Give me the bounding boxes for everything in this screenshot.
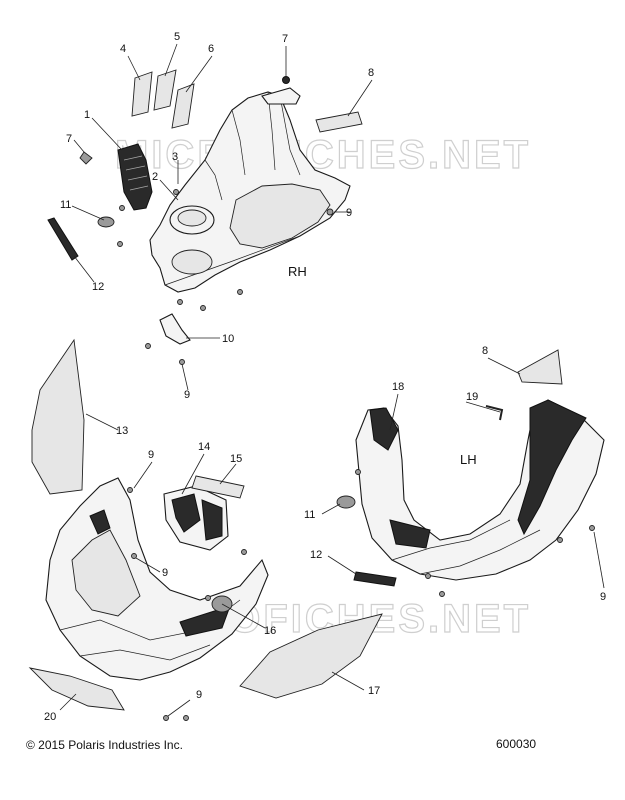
callout-9-lower-top: 9 <box>148 449 154 461</box>
callout-9-lh: 9 <box>600 591 606 603</box>
label-lh: LH <box>460 452 477 467</box>
callout-6: 6 <box>208 43 214 55</box>
lh-fasteners <box>355 469 595 597</box>
callout-7-top: 7 <box>282 33 288 45</box>
rh-side-panel-assembly <box>149 87 351 293</box>
callout-9-rh: 9 <box>346 207 352 219</box>
callout-8-rh: 8 <box>368 67 374 79</box>
callout-9-lower-mid: 9 <box>162 567 168 579</box>
callout-15: 15 <box>230 453 242 465</box>
part-17-panel <box>239 613 383 699</box>
rh-fasteners <box>117 189 334 365</box>
callout-labels: 4 5 6 7 8 1 7 3 2 9 11 12 RH 10 9 13 9 9… <box>44 31 606 723</box>
callout-12-lh: 12 <box>310 549 322 561</box>
callout-14: 14 <box>198 441 210 453</box>
diagram-number: 600030 <box>496 737 537 751</box>
part-8-foam-block-lh <box>517 349 563 385</box>
callout-16: 16 <box>264 625 276 637</box>
callout-8-lh: 8 <box>482 345 488 357</box>
callout-5: 5 <box>174 31 180 43</box>
part-12-strap-rh <box>47 217 79 261</box>
part-1-vent-grille <box>117 143 153 211</box>
callout-7-left: 7 <box>66 133 72 145</box>
copyright-notice: © 2015 Polaris Industries Inc. <box>26 738 183 752</box>
part-19-hex-key <box>485 405 504 421</box>
callout-9-bracket: 9 <box>184 389 190 401</box>
callout-19: 19 <box>466 391 478 403</box>
callout-17: 17 <box>368 685 380 697</box>
lh-side-panel-assembly <box>355 399 605 581</box>
lower-panel-assembly <box>45 477 269 681</box>
part-14-vent-box <box>163 485 229 551</box>
part-7-clip-left <box>79 151 93 165</box>
part-12-strap-lh <box>353 571 397 587</box>
part-11-grommet-lh <box>336 495 356 509</box>
callout-20: 20 <box>44 711 56 723</box>
part-5-pad <box>153 69 177 111</box>
callout-10: 10 <box>222 333 234 345</box>
part-13-panel <box>31 338 85 495</box>
part-10-bracket <box>159 313 191 345</box>
callout-13: 13 <box>116 425 128 437</box>
part-4-pad <box>131 71 153 117</box>
part-7-clip-top <box>282 76 290 84</box>
callout-3: 3 <box>172 151 178 163</box>
callout-12-rh: 12 <box>92 281 104 293</box>
label-rh: RH <box>288 264 307 279</box>
part-8-foam-strip-rh <box>315 111 363 133</box>
callout-1: 1 <box>84 109 90 121</box>
callout-11-rh: 11 <box>60 199 71 211</box>
part-20-foam-strip <box>28 667 125 711</box>
callout-4: 4 <box>120 43 126 55</box>
callout-18: 18 <box>392 381 404 393</box>
part-6-pad <box>171 83 195 129</box>
leader-lines <box>59 43 605 717</box>
lower-left-fasteners <box>127 487 247 721</box>
callout-11-lh: 11 <box>304 509 315 521</box>
callout-2: 2 <box>152 171 158 183</box>
part-15-foam-strip <box>191 475 245 499</box>
watermark-top: MICROFICHES.NET <box>115 133 531 177</box>
callout-9-lower-bottom: 9 <box>196 689 202 701</box>
